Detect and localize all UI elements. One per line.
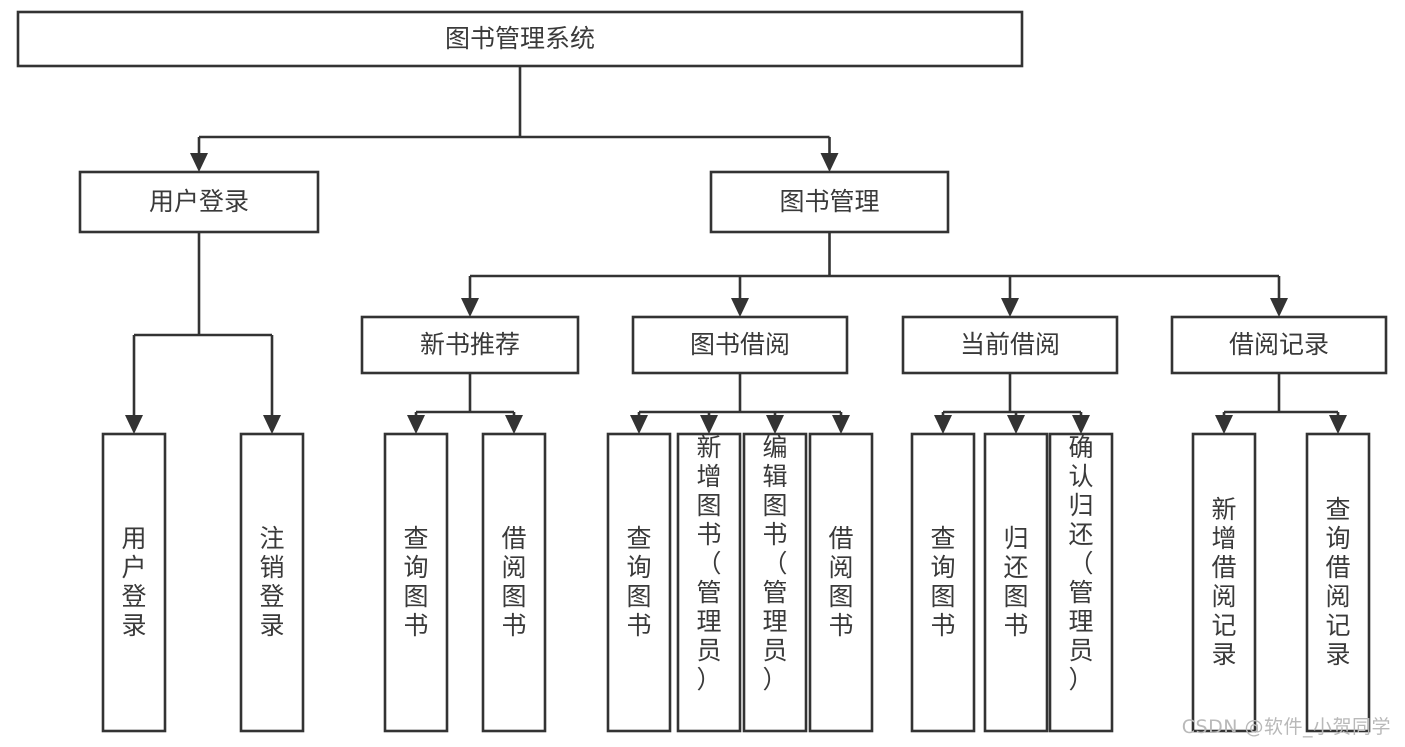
node-label-user-login-action: 用户登录	[121, 524, 146, 640]
arrow-head	[505, 415, 523, 434]
node-label-borrow-book-1: 借阅图书	[501, 524, 526, 640]
arrow-head	[766, 415, 784, 434]
node-label-query-borrow-record: 查询借阅记录	[1325, 495, 1350, 669]
node-label-borrow-book-2: 借阅图书	[828, 524, 853, 640]
node-label-user-login: 用户登录	[149, 187, 249, 216]
arrow-head	[820, 153, 839, 172]
node-box-book-manage	[709, 170, 950, 234]
node-borrow-book-1[interactable]: 借阅图书	[481, 432, 547, 733]
node-box-confirm-return-admin	[1048, 432, 1114, 733]
arrow-head	[832, 415, 850, 434]
arrow-head	[1270, 298, 1288, 317]
arrow-head	[731, 298, 749, 317]
node-box-edit-book-admin	[742, 432, 808, 733]
node-label-user-logout-action: 注销登录	[259, 524, 284, 640]
node-query-book-3[interactable]: 查询图书	[910, 432, 976, 733]
node-user-login-action[interactable]: 用户登录	[101, 432, 167, 733]
arrow-head	[407, 415, 425, 434]
node-add-book-admin[interactable]: 新增图书（管理员）	[676, 432, 742, 733]
watermark-label: CSDN @软件_小贺同学	[1181, 716, 1391, 738]
node-query-book-2[interactable]: 查询图书	[606, 432, 672, 733]
node-box-user-login-action	[101, 432, 167, 733]
node-label-add-book-admin: 新增图书（管理员）	[696, 433, 721, 694]
node-box-return-book	[983, 432, 1049, 733]
arrow-head	[190, 153, 208, 172]
node-borrow-record[interactable]: 借阅记录	[1170, 315, 1388, 375]
arrow-head	[1001, 298, 1019, 317]
node-box-query-book-2	[606, 432, 672, 733]
arrow-head	[700, 415, 718, 434]
connectors-layer	[125, 66, 1347, 434]
node-edit-book-admin[interactable]: 编辑图书（管理员）	[742, 432, 808, 733]
node-box-query-book-3	[910, 432, 976, 733]
node-label-book-borrow: 图书借阅	[690, 330, 790, 359]
arrow-head	[263, 415, 281, 434]
node-query-book-1[interactable]: 查询图书	[383, 432, 449, 733]
node-box-borrow-record	[1170, 315, 1388, 375]
node-root[interactable]: 图书管理系统	[16, 10, 1024, 68]
node-label-borrow-record: 借阅记录	[1229, 330, 1329, 359]
arrow-head	[1072, 415, 1090, 434]
nodes-layer: 图书管理系统用户登录用户登录注销登录图书管理新书推荐查询图书借阅图书图书借阅查询…	[16, 10, 1388, 733]
node-box-borrow-book-1	[481, 432, 547, 733]
node-book-borrow[interactable]: 图书借阅	[631, 315, 849, 375]
node-confirm-return-admin[interactable]: 确认归还（管理员）	[1048, 432, 1114, 733]
node-label-add-borrow-record: 新增借阅记录	[1211, 495, 1236, 669]
arrow-head	[1329, 415, 1347, 434]
node-label-edit-book-admin: 编辑图书（管理员）	[762, 433, 787, 694]
node-box-query-book-1	[383, 432, 449, 733]
node-user-login[interactable]: 用户登录	[78, 170, 320, 234]
node-user-logout-action[interactable]: 注销登录	[239, 432, 305, 733]
node-box-book-borrow	[631, 315, 849, 375]
node-current-borrow[interactable]: 当前借阅	[901, 315, 1119, 375]
arrow-head	[1215, 415, 1233, 434]
node-borrow-book-2[interactable]: 借阅图书	[808, 432, 874, 733]
node-label-root: 图书管理系统	[445, 24, 595, 53]
node-return-book[interactable]: 归还图书	[983, 432, 1049, 733]
node-box-current-borrow	[901, 315, 1119, 375]
node-label-query-book-1: 查询图书	[403, 524, 428, 640]
node-label-current-borrow: 当前借阅	[960, 330, 1060, 359]
node-box-root	[16, 10, 1024, 68]
node-box-user-logout-action	[239, 432, 305, 733]
node-query-borrow-record[interactable]: 查询借阅记录	[1305, 432, 1371, 733]
node-box-new-book-recommend	[360, 315, 580, 375]
node-label-new-book-recommend: 新书推荐	[420, 330, 520, 359]
arrow-head	[461, 298, 479, 317]
node-box-user-login	[78, 170, 320, 234]
node-label-return-book: 归还图书	[1003, 524, 1028, 640]
node-add-borrow-record[interactable]: 新增借阅记录	[1191, 432, 1257, 733]
arrow-head	[934, 415, 952, 434]
node-label-book-manage: 图书管理	[779, 187, 879, 216]
arrow-head	[1007, 415, 1025, 434]
node-label-confirm-return-admin: 确认归还（管理员）	[1068, 433, 1093, 694]
arrow-head	[125, 415, 143, 434]
node-book-manage[interactable]: 图书管理	[709, 170, 950, 234]
node-box-add-book-admin	[676, 432, 742, 733]
node-label-query-book-2: 查询图书	[626, 524, 651, 640]
node-box-borrow-book-2	[808, 432, 874, 733]
node-new-book-recommend[interactable]: 新书推荐	[360, 315, 580, 375]
node-label-query-book-3: 查询图书	[930, 524, 955, 640]
node-box-add-borrow-record	[1191, 432, 1257, 733]
node-box-query-borrow-record	[1305, 432, 1371, 733]
arrow-head	[630, 415, 648, 434]
